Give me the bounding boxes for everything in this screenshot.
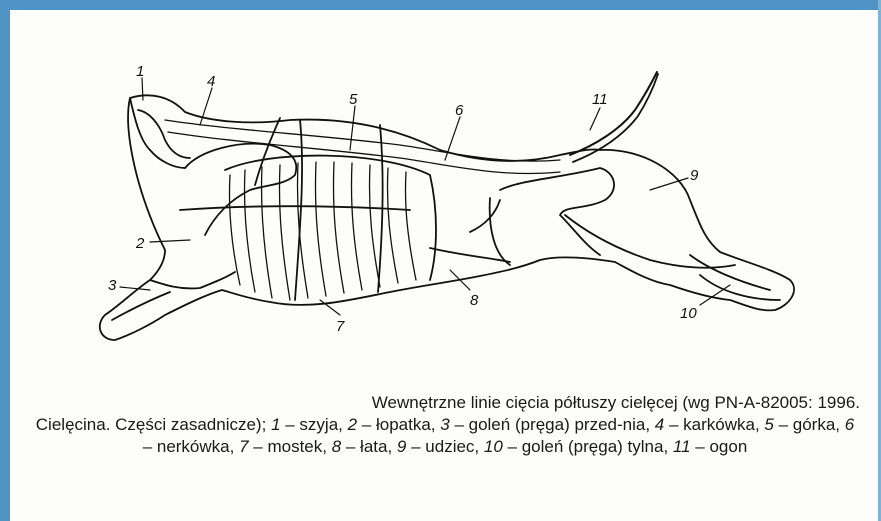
veal-carcass-diagram: 1 4 5 6 11 9 2 3 7 8 10 bbox=[10, 10, 881, 370]
caption-part-number: 10 bbox=[479, 437, 503, 456]
caption-prefix: Cielęcina. Części zasadnicze); bbox=[36, 415, 267, 434]
label-10: 10 bbox=[680, 305, 697, 322]
caption-part-name: – łata, bbox=[341, 437, 392, 456]
caption-part-name: – górka, bbox=[774, 415, 840, 434]
frame-top-border bbox=[0, 0, 881, 10]
caption-part: 4 – karkówka, bbox=[650, 415, 760, 434]
label-3: 3 bbox=[108, 277, 117, 294]
label-4: 4 bbox=[207, 73, 215, 90]
cut-line-horizontal bbox=[180, 206, 410, 210]
caption-part-name: – łopatka, bbox=[357, 415, 435, 434]
carcass-outline bbox=[100, 95, 794, 340]
caption-part-name: – mostek, bbox=[249, 437, 327, 456]
caption-part-name: – karkówka, bbox=[664, 415, 759, 434]
caption-part-number: 6 bbox=[840, 415, 854, 434]
label-6: 6 bbox=[455, 102, 464, 119]
caption-part-number: 2 bbox=[343, 415, 357, 434]
label-5: 5 bbox=[349, 91, 358, 108]
caption-part-number: 9 bbox=[392, 437, 406, 456]
caption-part-name: – ogon bbox=[691, 437, 748, 456]
caption-part-name: – udziec, bbox=[406, 437, 479, 456]
leg-cut bbox=[490, 198, 510, 265]
label-2: 2 bbox=[135, 235, 145, 252]
caption-line-1: Wewnętrzne linie cięcia półtuszy cielęce… bbox=[30, 392, 860, 414]
caption-part: 9 – udziec, bbox=[392, 437, 479, 456]
caption-part-number: 8 bbox=[327, 437, 341, 456]
caption-part: 2 – łopatka, bbox=[343, 415, 436, 434]
caption-part-number: 4 bbox=[650, 415, 664, 434]
shoulder-line bbox=[255, 118, 280, 185]
caption-part-number: 5 bbox=[760, 415, 774, 434]
caption-part-name: – nerkówka, bbox=[143, 437, 235, 456]
caption-part-number: 3 bbox=[436, 415, 450, 434]
caption-part-number: 1 bbox=[271, 415, 280, 434]
caption-part: 10 – goleń (pręga) tylna, bbox=[479, 437, 668, 456]
caption-part-name: – goleń (pręga) tylna, bbox=[503, 437, 668, 456]
caption-part: 5 – górka, bbox=[760, 415, 840, 434]
ribcage-outline bbox=[225, 156, 436, 280]
figure-caption: Wewnętrzne linie cięcia półtuszy cielęce… bbox=[30, 392, 860, 458]
caption-part: 11 – ogon bbox=[668, 437, 747, 456]
fore-shank-inner bbox=[112, 292, 170, 320]
caption-part: 1 – szyja, bbox=[271, 415, 343, 434]
caption-part-name: – szyja, bbox=[281, 415, 343, 434]
caption-part: 3 – goleń (pręga) przed-nia, bbox=[436, 415, 651, 434]
label-8: 8 bbox=[470, 292, 479, 309]
frame-left-border bbox=[0, 0, 10, 521]
pelvis bbox=[500, 168, 614, 255]
caption-part-number: 7 bbox=[234, 437, 248, 456]
label-1: 1 bbox=[136, 63, 144, 80]
label-7: 7 bbox=[336, 318, 345, 335]
label-11: 11 bbox=[592, 91, 608, 108]
flank-upper bbox=[470, 200, 500, 232]
caption-part-name: – goleń (pręga) przed-nia, bbox=[450, 415, 650, 434]
caption-part: 8 – łata, bbox=[327, 437, 392, 456]
caption-part: 7 – mostek, bbox=[234, 437, 327, 456]
caption-part-number: 11 bbox=[668, 437, 690, 456]
label-9: 9 bbox=[690, 167, 699, 184]
fore-shank bbox=[150, 272, 235, 288]
tail bbox=[570, 72, 657, 155]
ribs bbox=[229, 162, 416, 300]
